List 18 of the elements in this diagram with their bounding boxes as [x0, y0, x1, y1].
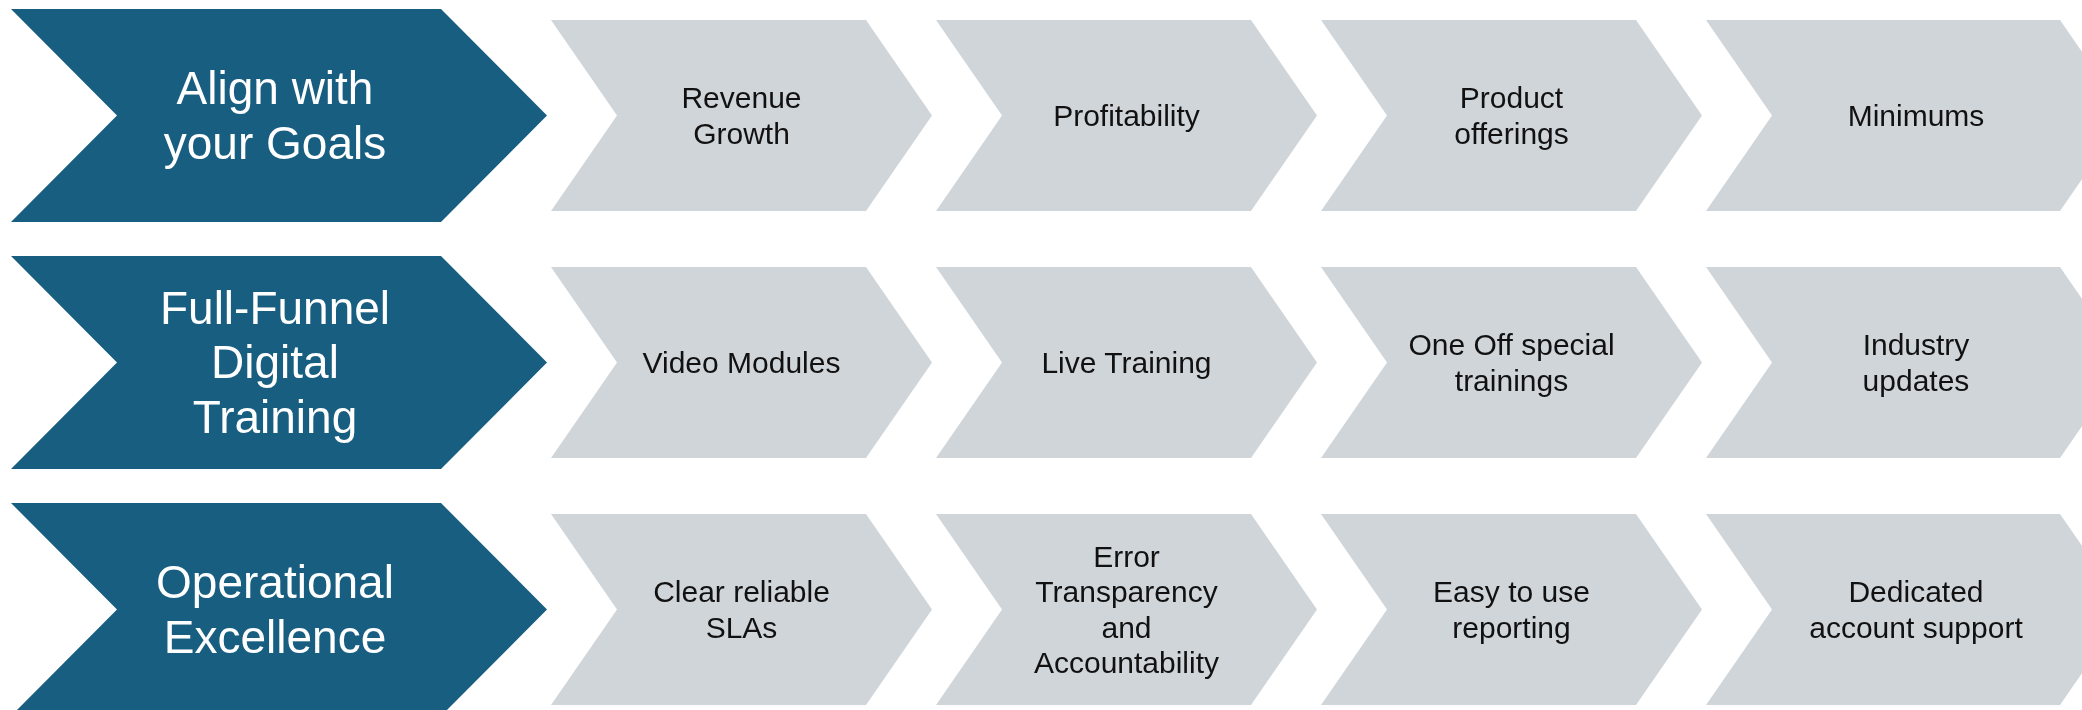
chevron-step — [1706, 514, 2082, 705]
step-label: One Off special trainings — [1407, 327, 1616, 398]
step-label: Industry updates — [1861, 327, 1971, 398]
stage-title: Operational Excellence — [155, 555, 395, 664]
step-label: Clear reliable SLAs — [652, 574, 831, 645]
step-label: Revenue Growth — [680, 80, 803, 151]
step-label: Easy to use reporting — [1432, 574, 1591, 645]
step-label: Profitability — [1053, 97, 1200, 134]
chevron-step — [1706, 267, 2082, 458]
step-label: Product offerings — [1453, 80, 1570, 151]
stage-title: Align with your Goals — [162, 61, 388, 170]
step-label: Error Transparency and Accountability — [1032, 538, 1221, 681]
chevron-step — [1706, 20, 2082, 211]
step-label: Dedicated account support — [1808, 574, 2024, 645]
step-label: Live Training — [1041, 344, 1212, 381]
step-label: Video Modules — [642, 344, 841, 381]
stage-title: Full-Funnel Digital Training — [158, 281, 392, 444]
step-label: Minimums — [1847, 97, 1985, 134]
